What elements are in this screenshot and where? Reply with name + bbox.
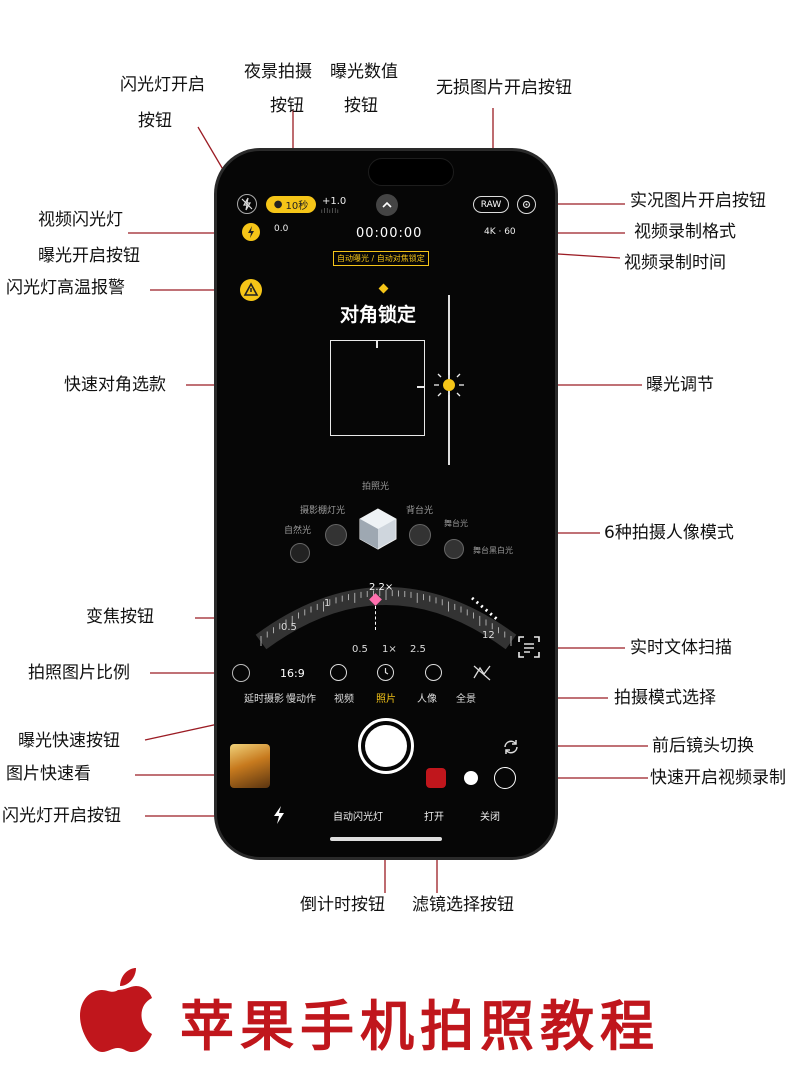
video-format-label[interactable]: 4K · 60 [484,227,516,237]
shutter-inner [365,725,407,767]
annotation-text-scan: 实时文体扫描 [630,638,732,658]
chevron-up-icon[interactable] [376,194,398,216]
annotation-timer: 倒计时按钮 [300,895,385,915]
zoom-pointer-line [375,606,376,630]
filter-icon[interactable] [425,664,442,681]
auto-flash-option[interactable]: 自动闪光灯 [333,812,383,823]
mode-pano[interactable]: 全景 [456,694,476,705]
annotation-night: 夜景拍摄 [244,62,312,82]
annotation-quick-video: 快速开启视频录制 [650,768,786,788]
exposure-value-button[interactable]: +1.0 [322,196,347,207]
apple-logo-icon [80,968,152,1052]
zoom-preset-1[interactable]: 1× [382,644,397,655]
annotation-filter: 滤镜选择按钮 [412,895,514,915]
zoom-dial[interactable] [226,560,546,650]
annotation-lens-switch: 前后镜头切换 [652,736,754,756]
portrait-dot-contour[interactable] [409,524,431,546]
video-timecode: 00:00:00 [356,226,423,241]
annotation-night-2: 按钮 [270,96,304,116]
annotation-portrait-modes: 6种拍摄人像模式 [604,523,734,543]
zoom-dial-label-12: 12 [482,630,495,641]
ae-af-lock-banner: 自动曝光 / 自动对焦锁定 [333,251,429,266]
mode-video[interactable]: 视频 [334,694,354,705]
annotation-diagonal: 快速对角选款 [64,375,166,395]
annotation-flash-warning: 闪光灯高温报警 [6,278,125,298]
annotation-zoom: 变焦按钮 [86,607,154,627]
portrait-cube-icon[interactable] [358,507,398,551]
bottom-flash-icon[interactable] [272,805,286,825]
annotation-exposure-adjust: 曝光调节 [646,375,714,395]
portrait-mode-natural[interactable]: 自然光 [284,526,312,536]
annotation-live-photo: 实况图片开启按钮 [630,191,766,211]
gallery-thumbnail[interactable] [230,744,270,788]
annotation-exposure-on: 曝光开启按钮 [38,246,140,266]
flash-warning-icon [240,279,262,301]
focus-box-tick [376,340,378,348]
portrait-dot-stage[interactable] [444,539,464,559]
zoom-preset-2[interactable]: 2.5 [410,644,426,655]
annotation-flash-on-2: 按钮 [138,111,172,131]
lens-switch-icon[interactable] [502,738,520,756]
smile-icon[interactable] [330,664,347,681]
video-flash-icon[interactable] [242,223,260,241]
home-indicator [330,837,442,841]
mode-photo[interactable]: 照片 [376,694,396,705]
moon-icon: ● [273,199,283,210]
diagonal-lock-label: 对角锁定 [340,304,417,326]
shutter-button[interactable] [358,718,414,774]
page-title: 苹果手机拍照教程 [180,994,660,1058]
portrait-title: 拍照光 [362,482,390,492]
annotation-flash-on: 闪光灯开启 [120,75,205,95]
annotation-video-format: 视频录制格式 [634,222,736,242]
zoom-current: 2.2× [369,582,394,593]
sun-icon[interactable] [432,368,466,402]
focus-box-tick-right [417,386,425,388]
text-scan-icon[interactable] [517,635,541,659]
mode-slomo[interactable]: 慢动作 [286,694,316,705]
portrait-mode-stage[interactable]: 舞台光 [444,519,468,528]
raw-button[interactable]: RAW [473,196,509,213]
annotation-mode-select: 拍摄模式选择 [614,688,716,708]
exposure-scale-ticks: ıllıllı [321,208,340,215]
annotation-exposure-value-2: 按钮 [344,96,378,116]
zoom-dial-label-half: 0.5 [281,622,297,633]
hdr-icon[interactable] [472,664,492,682]
mode-portrait[interactable]: 人像 [417,694,437,705]
portrait-dot-natural[interactable] [290,543,310,563]
annotation-flash-on-bottom: 闪光灯开启按钮 [2,806,121,826]
annotation-aspect: 拍照图片比例 [28,663,130,683]
aspect-ratio-button[interactable]: 16:9 [280,667,305,680]
flash-on-option[interactable]: 打开 [424,812,444,823]
night-badge: 10秒 [285,201,309,212]
dynamic-island [368,158,454,186]
flash-value[interactable]: 0.0 [274,224,289,234]
mode-timelapse[interactable]: 延时摄影 [244,694,284,705]
filter-button-icon[interactable] [426,768,446,788]
portrait-dot-studio[interactable] [325,524,347,546]
annotation-exposure-quick: 曝光快速按钮 [18,731,120,751]
portrait-mode-contour[interactable]: 背台光 [406,506,434,516]
annotation-video-flash: 视频闪光灯 [38,210,123,230]
exposure-quick-icon[interactable] [232,664,250,682]
night-mode-button[interactable]: ● 10秒 [266,196,316,213]
portrait-mode-stage-mono[interactable]: 舞台黑白光 [473,546,513,555]
zoom-preset-0[interactable]: 0.5 [352,644,368,655]
zoom-dial-label-1: 1 [324,598,331,609]
annotation-video-time: 视频录制时间 [624,253,726,273]
focus-box[interactable] [330,340,425,436]
quick-photo-dot[interactable] [464,771,478,785]
portrait-mode-studio[interactable]: 摄影棚灯光 [300,506,346,516]
flash-off-option[interactable]: 关闭 [480,812,500,823]
live-photo-icon[interactable] [517,195,536,214]
annotation-lossless: 无损图片开启按钮 [436,78,572,98]
annotation-gallery: 图片快速看 [6,764,91,784]
flash-off-icon[interactable] [237,194,257,214]
timer-icon[interactable] [377,664,394,681]
annotation-exposure-value: 曝光数值 [330,62,398,82]
quick-video-button[interactable] [494,767,516,789]
